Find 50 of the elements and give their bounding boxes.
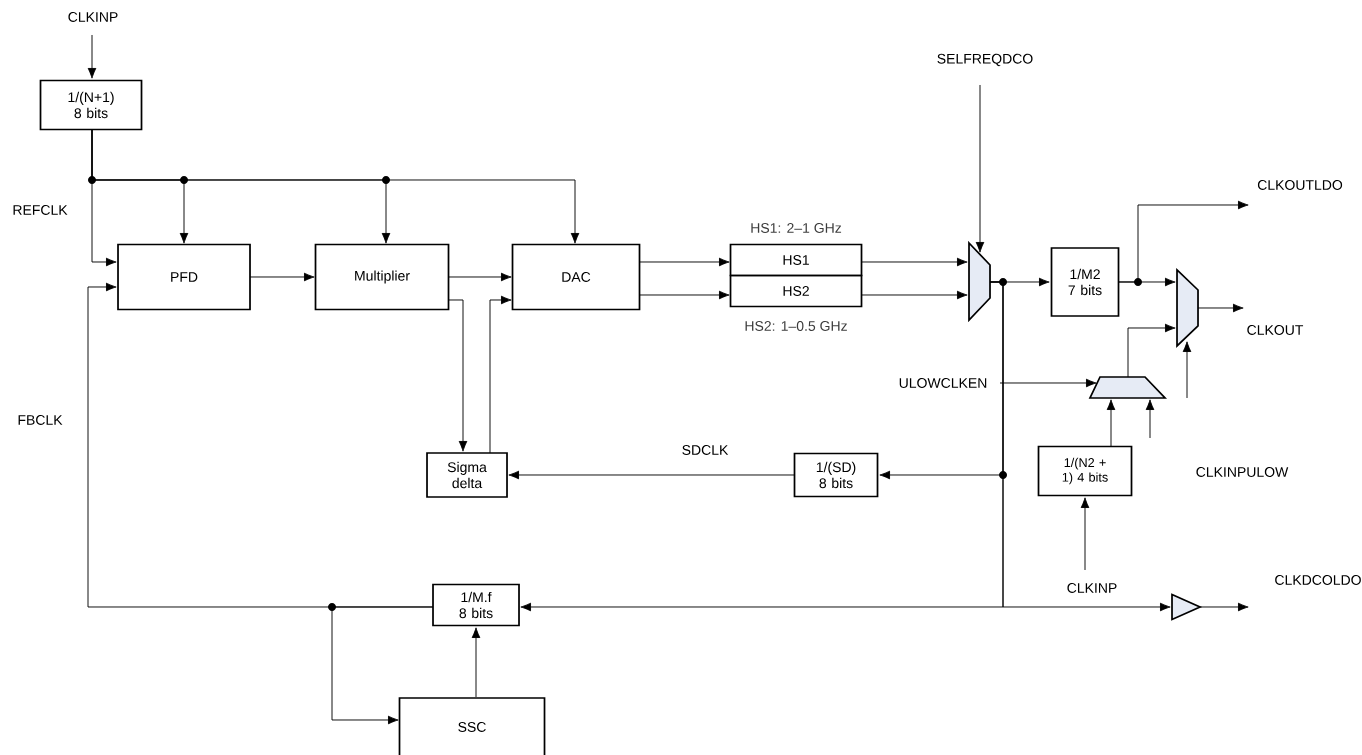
connector-arrow: [999, 378, 1097, 388]
connector-arrow: [1117, 277, 1176, 287]
connector-arrow: [448, 272, 512, 282]
frequency-label: HS1: 2–1 GHz: [751, 223, 842, 233]
block-box: 1/M2 7 bits: [1050, 247, 1120, 317]
signal-label: CLKINP: [68, 12, 118, 22]
buffer-symbol: [1171, 593, 1203, 621]
block-box: Multiplier: [314, 243, 450, 311]
connector-arrow: [471, 627, 481, 698]
block-box: HS1: [729, 243, 863, 277]
signal-label: ULOWCLKEN: [899, 378, 987, 388]
edge-label: FBCLK: [16, 413, 64, 427]
connector-arrow: [489, 295, 512, 454]
connector-arrow: [331, 606, 434, 725]
connector-arrow: [1145, 399, 1155, 439]
connector-arrow: [1080, 497, 1090, 571]
edge-label: REFCLK: [11, 203, 69, 217]
connector-arrow: [249, 272, 315, 282]
block-box: PFD: [117, 243, 251, 311]
block-box: SSC: [398, 697, 546, 755]
connector-arrow: [1199, 602, 1249, 612]
block-box: HS2: [729, 274, 863, 308]
block-box: Sigma delta: [426, 452, 508, 498]
connector-arrow: [639, 257, 730, 267]
connector-arrow: [861, 257, 968, 267]
connector-arrow: [87, 34, 97, 79]
connector-arrow: [1106, 399, 1116, 448]
connector-arrow: [639, 290, 730, 300]
block-box: 1/(N+1) 8 bits: [39, 79, 143, 131]
block-box: 1/(N2 + 1) 4 bits: [1037, 445, 1133, 497]
signal-label: CLKDCOLDO: [1275, 575, 1361, 585]
connector-arrow: [91, 129, 580, 244]
block-box: 1/M.f 8 bits: [432, 583, 520, 627]
block-box: 1/(SD) 8 bits: [793, 452, 879, 498]
connector-arrow: [508, 470, 796, 480]
block-box: DAC: [511, 243, 641, 311]
signal-label: CLKOUT: [1247, 325, 1304, 335]
connector-arrow: [1197, 303, 1244, 313]
connector-arrow: [1182, 341, 1192, 399]
signal-label: CLKINP: [1067, 583, 1117, 593]
edge-label: SDCLK: [680, 443, 730, 457]
connector-arrow: [448, 299, 468, 452]
signal-label: CLKINPULOW: [1196, 467, 1289, 477]
frequency-label: HS2: 1–0.5 GHz: [745, 321, 847, 331]
signal-label: CLKOUTLDO: [1257, 180, 1343, 190]
connector-arrow: [975, 84, 985, 253]
signal-label: SELFREQDCO: [937, 53, 1033, 67]
connector-arrow: [1127, 323, 1176, 378]
connector-arrow: [989, 281, 1171, 612]
connector-arrow: [861, 290, 968, 300]
